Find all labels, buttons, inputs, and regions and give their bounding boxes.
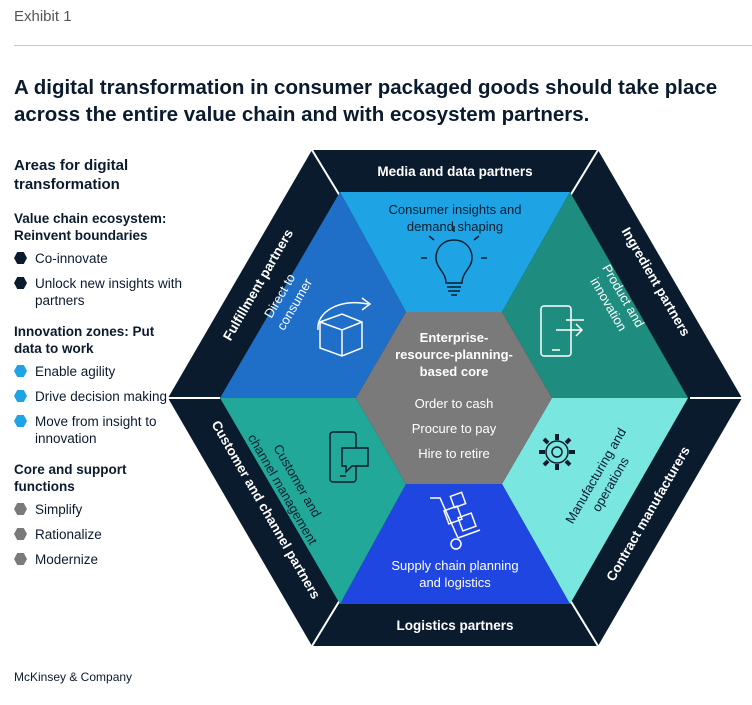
legend-item: Co-innovate <box>14 250 184 267</box>
legend: Areas for digital transformation Value c… <box>14 156 184 582</box>
zone-top <box>340 192 570 312</box>
gear-icon <box>539 434 575 470</box>
footer-credit: McKinsey & Company <box>14 670 133 684</box>
core-title-line2: resource-planning- <box>395 347 513 362</box>
hexagon-bullet-icon <box>14 390 27 402</box>
zone-label-top-line1: Consumer insights and <box>389 202 522 217</box>
legend-item: Rationalize <box>14 526 184 543</box>
ring-dividers <box>168 149 742 647</box>
partner-label-bottom: Logistics partners <box>396 618 513 633</box>
zone-bottom-right <box>502 398 688 604</box>
lightbulb-icon <box>421 226 487 296</box>
core-item: Order to cash <box>415 396 494 411</box>
legend-group-title: Core and support functions <box>14 462 127 494</box>
hexagon-bullet-icon <box>14 415 27 427</box>
legend-group-title: Value chain ecosystem: Reinvent boundari… <box>14 211 167 243</box>
core-item: Hire to retire <box>418 446 490 461</box>
phone-chat-icon <box>329 431 369 483</box>
core-hexagon <box>356 312 552 484</box>
core-title-line1: Enterprise- <box>420 330 489 345</box>
exhibit-label: Exhibit 1 <box>14 8 72 25</box>
partner-label-top: Media and data partners <box>377 164 532 179</box>
page-title: A digital transformation in consumer pac… <box>14 76 718 126</box>
hand-truck-icon <box>430 491 481 550</box>
hexagon-bullet-icon <box>14 503 27 515</box>
hexagon-bullet-icon <box>14 277 27 289</box>
core-item: Procure to pay <box>412 421 497 436</box>
phone-transfer-icon <box>540 305 584 357</box>
zone-label-bottom-line1: Supply chain planning <box>391 558 518 573</box>
legend-item: Enable agility <box>14 363 184 380</box>
hexagon-bullet-icon <box>14 365 27 377</box>
legend-group-core: Core and support functions Simplify Rati… <box>14 461 184 568</box>
package-arrow-icon <box>317 297 372 357</box>
header-divider <box>14 45 752 46</box>
hexagon-bullet-icon <box>14 553 27 565</box>
legend-item: Simplify <box>14 501 184 518</box>
legend-heading: Areas for digital transformation <box>14 157 129 193</box>
zone-label-bottom-line2: and logistics <box>419 575 491 590</box>
legend-group-value-chain: Value chain ecosystem: Reinvent boundari… <box>14 210 184 309</box>
legend-item: Unlock new insights with partners <box>14 275 184 309</box>
legend-group-title: Innovation zones: Put data to work <box>14 324 155 356</box>
zone-top-left <box>220 192 406 398</box>
legend-item: Drive decision making <box>14 388 184 405</box>
legend-item: Modernize <box>14 551 184 568</box>
zone-top-right <box>502 192 688 398</box>
zone-label-top-line2: demand shaping <box>407 219 503 234</box>
core-title-line3: based core <box>420 364 489 379</box>
legend-group-innovation: Innovation zones: Put data to work Enabl… <box>14 323 184 447</box>
hexagon-bullet-icon <box>14 252 27 264</box>
legend-item: Move from insight to innovation <box>14 413 184 447</box>
zone-bottom <box>340 484 570 604</box>
hexagon-bullet-icon <box>14 528 27 540</box>
